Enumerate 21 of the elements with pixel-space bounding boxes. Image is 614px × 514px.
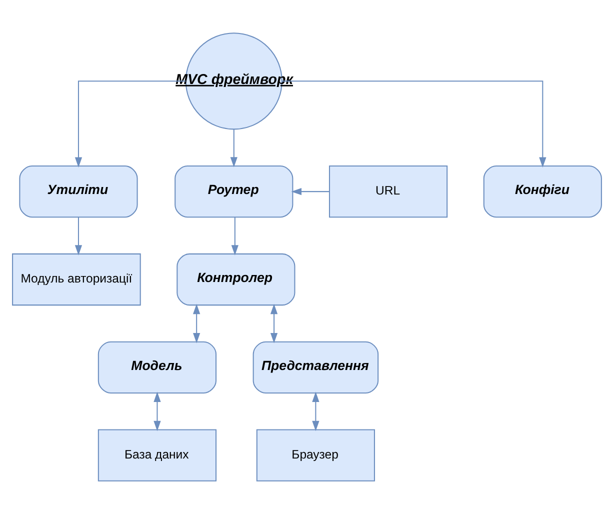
arrow	[291, 188, 330, 196]
node-box: Браузер	[256, 429, 375, 482]
arrow	[282, 80, 546, 168]
arrow	[312, 392, 320, 432]
arrow	[230, 129, 238, 168]
node-label: MVC фреймворк	[176, 72, 294, 88]
node-box: Модуль авторизації	[12, 253, 141, 306]
arrow	[270, 304, 278, 344]
arrow	[74, 217, 82, 256]
arrow	[231, 217, 238, 256]
node-box: URL	[328, 166, 448, 218]
arrow	[154, 392, 161, 432]
node-box: Роутер	[174, 166, 294, 218]
arrow	[193, 304, 200, 344]
node-box: Конфіги	[483, 166, 602, 218]
node-box: Модель	[98, 341, 217, 394]
node-box: База даних	[98, 429, 217, 482]
node-box: Утиліти	[19, 166, 138, 218]
node-box: Представлення	[252, 341, 379, 394]
arrow	[74, 80, 186, 168]
node-box: Контролер	[176, 253, 296, 306]
